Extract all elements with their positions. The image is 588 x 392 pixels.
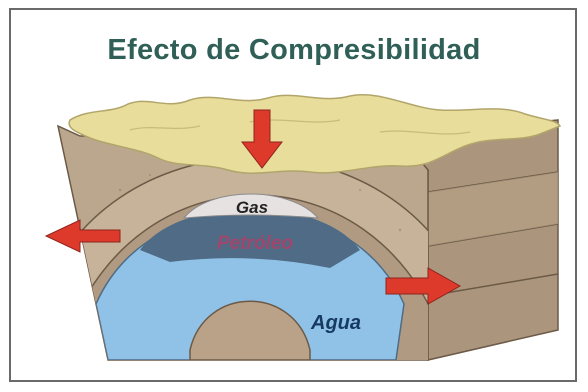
oil-zone: [140, 208, 360, 268]
gas-label: Gas: [236, 198, 268, 217]
block-side-face: [398, 119, 559, 361]
arrow-right-icon: [385, 267, 462, 305]
dome-core: [189, 300, 311, 360]
side-stratum-band: [428, 172, 558, 246]
diagram-title: Efecto de Compresibilidad: [107, 34, 481, 66]
arrow-left-icon: [44, 219, 121, 253]
water-label: Agua: [310, 312, 361, 334]
block-front-face: [56, 124, 429, 361]
gas-zone: [182, 193, 320, 219]
sand-surface: [68, 94, 562, 174]
oil-label: Petróleo: [217, 233, 293, 254]
arrow-down-icon: [240, 109, 284, 169]
